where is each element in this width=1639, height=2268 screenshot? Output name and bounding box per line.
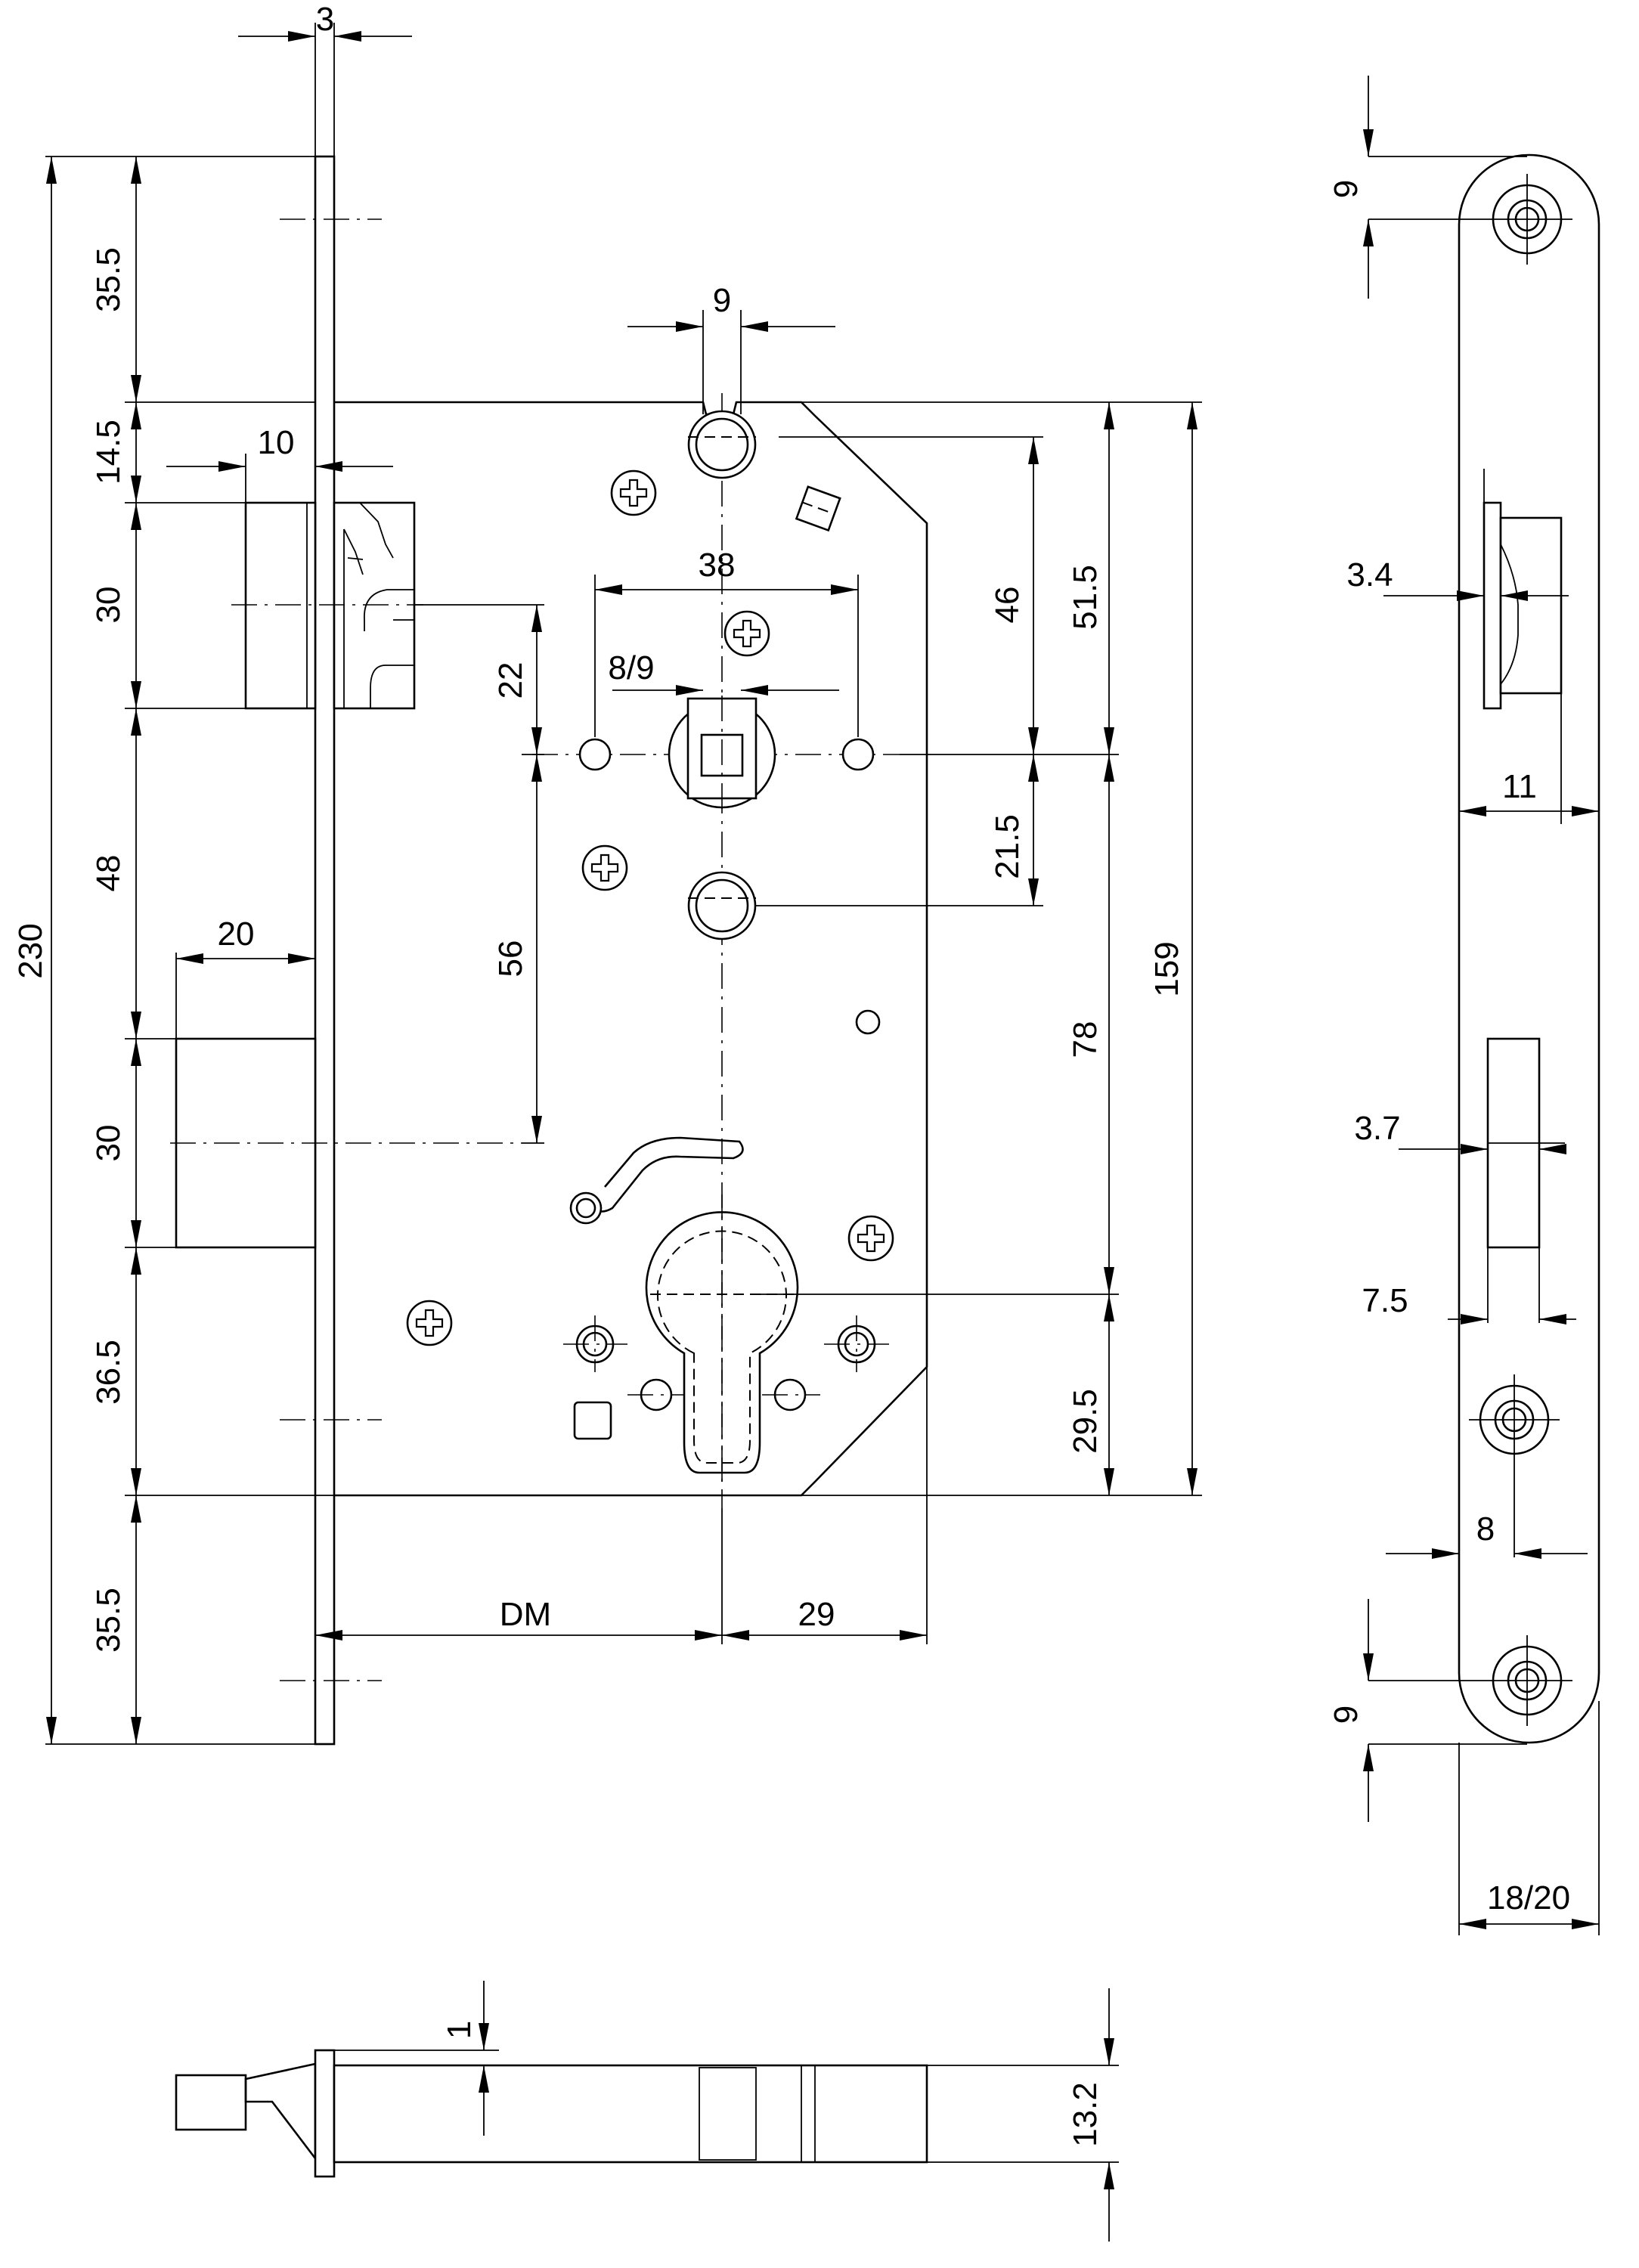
dim-backset: DM [500,1596,551,1633]
dim-left-3: 30 [90,587,127,624]
dim-22: 22 [492,662,529,699]
dim-left-7: 35.5 [90,1588,127,1653]
dim-left-2: 14.5 [90,420,127,485]
front-view: 3 230 35.5 14.5 30 48 30 36.5 35.5 10 20… [12,1,1202,1746]
dim-51-5: 51.5 [1067,565,1104,630]
dim-left-4: 48 [90,855,127,892]
latch-bolt [244,501,416,710]
side-view: 9 3.4 11 3.7 7.5 8 9 18/20 [1328,76,1600,1935]
faceplate-end [314,2049,336,2178]
dim-plate-step: 1 [441,2021,478,2039]
dim-left-5: 30 [90,1125,127,1162]
faceplate-side [1458,153,1600,1744]
dim-bolt-width: 3.7 [1354,1110,1400,1147]
middle-screw [1469,1374,1560,1538]
dim-case-height: 159 [1148,941,1185,996]
dim-faceplate-length: 230 [12,923,49,978]
dim-deadbolt-projection: 20 [218,916,255,953]
dim-7-5: 7.5 [1362,1282,1408,1319]
top-screw [1482,174,1572,265]
lock-case [334,401,928,1497]
bottom-screw [1482,1635,1572,1726]
screw-icon [610,469,657,516]
dim-left-1: 35.5 [90,247,127,312]
dim-hole-width: 9 [713,282,731,319]
handle-follower [668,696,776,813]
dim-56: 56 [492,940,529,978]
dim-11: 11 [1502,768,1537,805]
screw-icon [581,844,628,891]
case-body [333,2064,928,2164]
dim-latch-projection: 10 [258,424,295,461]
dim-left-6: 36.5 [90,1340,127,1405]
dim-29-5: 29.5 [1067,1389,1104,1454]
cylinder-screw-holes [563,1315,889,1440]
dim-screw-offset-bottom: 9 [1328,1706,1365,1724]
dim-handle-hole-spacing: 38 [699,547,736,584]
bottom-view: 1 13.2 [175,1981,1119,2242]
screw-icon [723,610,770,657]
dim-case-thickness: 13.2 [1067,2082,1104,2147]
dim-78: 78 [1067,1021,1104,1058]
dim-46: 46 [989,587,1026,624]
dim-follower-size: 8/9 [608,649,654,686]
latch-end [175,2074,247,2131]
dim-latch-width: 3.4 [1346,556,1393,593]
dim-plate-width: 18/20 [1487,1879,1570,1916]
faceplate [314,155,336,1746]
dim-screw-offset-top: 9 [1328,180,1365,198]
dim-21-5: 21.5 [989,814,1026,879]
dim-8: 8 [1476,1510,1495,1548]
dim-faceplate-thickness: 3 [316,1,334,38]
screw-icon [406,1300,453,1346]
deadbolt [175,1037,317,1249]
screw-icon [847,1215,894,1262]
cam-lever [588,1136,744,1213]
dim-29: 29 [798,1596,835,1633]
